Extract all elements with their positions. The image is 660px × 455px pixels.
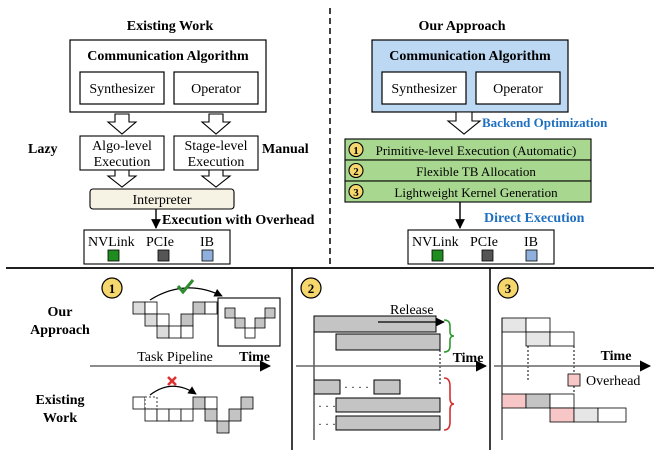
pcie-label-left: PCIe (146, 235, 174, 250)
dots-label-2: · · · (318, 399, 336, 413)
overhead-swatch (567, 373, 581, 387)
synthesizer-label-left: Synthesizer (89, 82, 155, 97)
panel-3-badge (497, 277, 519, 299)
block-small-1 (313, 379, 341, 395)
step-3-box: 3 Lightweight Kernel Generation (344, 180, 592, 203)
panel-1-num: 1 (109, 281, 116, 296)
time-label-2: Time (453, 351, 484, 366)
exec-overhead-label: Execution with Overhead (162, 213, 315, 228)
task-pipeline-panel: 1 Our Approach Task Pipeline (30, 277, 281, 434)
cross-icon (167, 376, 177, 386)
step-1-badge (348, 141, 364, 158)
algo-level-line1: Algo-level (92, 139, 152, 154)
operator-label-right: Operator (493, 82, 543, 97)
nvlink-label-right: NVLink (412, 235, 459, 250)
existing-work-line2: Work (43, 411, 77, 426)
operator-box-right (475, 71, 561, 105)
step-1-box: 1 Primitive-level Execution (Automatic) (344, 138, 592, 161)
stage-level-line1: Stage-level (185, 139, 248, 154)
step-1-label: Primitive-level Execution (Automatic) (376, 143, 577, 158)
operator-box-left (173, 71, 259, 105)
direct-exec-label: Direct Execution (484, 211, 585, 226)
inset-grid (224, 307, 276, 339)
stage-level-box (173, 135, 259, 171)
dots-label-3: · · · (318, 417, 336, 431)
step-2-num: 2 (353, 166, 359, 178)
algo-level-box (79, 135, 165, 171)
kernel-grid-bottom (501, 393, 627, 423)
our-approach-line2: Approach (30, 323, 90, 338)
interpreter-label: Interpreter (132, 193, 191, 208)
existing-work-panel: Existing Work Communication Algorithm Sy… (28, 19, 315, 265)
kernel-grid-top (501, 317, 575, 347)
synthesizer-label-right: Synthesizer (391, 82, 457, 97)
release-label: Release (390, 303, 434, 318)
hollow-arrow-down-icon (106, 113, 138, 135)
synthesizer-box-left (79, 71, 165, 105)
ib-label-left: IB (200, 235, 214, 250)
our-approach-grid (132, 301, 218, 339)
ib-swatch (201, 249, 214, 262)
nvlink-swatch (107, 249, 120, 262)
overhead-label: Overhead (586, 374, 640, 389)
backend-opt-label: Backend Optimization (482, 115, 608, 130)
manual-label: Manual (262, 142, 309, 157)
block-bar-low (335, 415, 441, 431)
step-2-box: 2 Flexible TB Allocation (344, 159, 592, 182)
panel-2-badge (300, 277, 322, 299)
stage-level-line2: Execution (188, 155, 245, 170)
block-bar-top (313, 315, 437, 333)
step-3-badge (348, 183, 364, 200)
pcie-swatch (481, 249, 494, 262)
step-3-num: 3 (353, 187, 359, 199)
pcie-swatch (157, 249, 170, 262)
synthesizer-box-right (381, 71, 467, 105)
time-label-1: Time (239, 350, 270, 365)
hollow-arrow-down-icon (446, 111, 482, 135)
ib-swatch (525, 249, 538, 262)
operator-label-left: Operator (191, 82, 241, 97)
block-bar-bottom (335, 333, 441, 351)
our-approach-line1: Our (48, 305, 73, 320)
pcie-label-right: PCIe (470, 235, 498, 250)
hollow-arrow-down-icon (200, 169, 232, 188)
comm-algo-label-right: Communication Algorithm (389, 49, 551, 64)
inset-box (217, 297, 281, 347)
nvlink-swatch (431, 249, 444, 262)
existing-work-grid (132, 396, 254, 434)
lazy-label: Lazy (28, 142, 58, 157)
panel-1-badge (101, 277, 123, 299)
comm-algo-label-left: Communication Algorithm (87, 49, 249, 64)
time-label-3: Time (601, 349, 632, 364)
tb-allocation-panel: 2 Release Time · · · · · · · · · · (296, 277, 488, 440)
our-approach-panel: Our Approach Communication Algorithm Syn… (344, 19, 608, 265)
algo-level-line2: Execution (94, 155, 151, 170)
interpreter-box (89, 188, 235, 210)
our-approach-title: Our Approach (418, 19, 505, 34)
step-1-num: 1 (353, 145, 359, 157)
task-pipeline-label: Task Pipeline (137, 350, 213, 365)
hollow-arrow-down-icon (106, 169, 138, 188)
green-brace (443, 319, 455, 353)
block-bar-mid (335, 397, 441, 413)
block-small-2 (373, 379, 401, 395)
kernel-generation-panel: 3 Time Overhead (494, 277, 652, 440)
hollow-arrow-down-icon (200, 113, 232, 135)
blocked-arrow (149, 385, 197, 396)
existing-work-line1: Existing (35, 393, 84, 408)
panel-3-num: 3 (505, 281, 512, 296)
red-brace (443, 377, 455, 431)
check-icon (176, 279, 195, 295)
dots-label: · · · · (344, 380, 369, 394)
step-2-badge (348, 162, 364, 179)
panel-2-num: 2 (308, 281, 315, 296)
nvlink-label-left: NVLink (88, 235, 135, 250)
step-3-label: Lightweight Kernel Generation (394, 185, 558, 200)
step-2-label: Flexible TB Allocation (416, 164, 536, 179)
existing-work-title: Existing Work (127, 19, 214, 34)
ib-label-right: IB (524, 235, 538, 250)
